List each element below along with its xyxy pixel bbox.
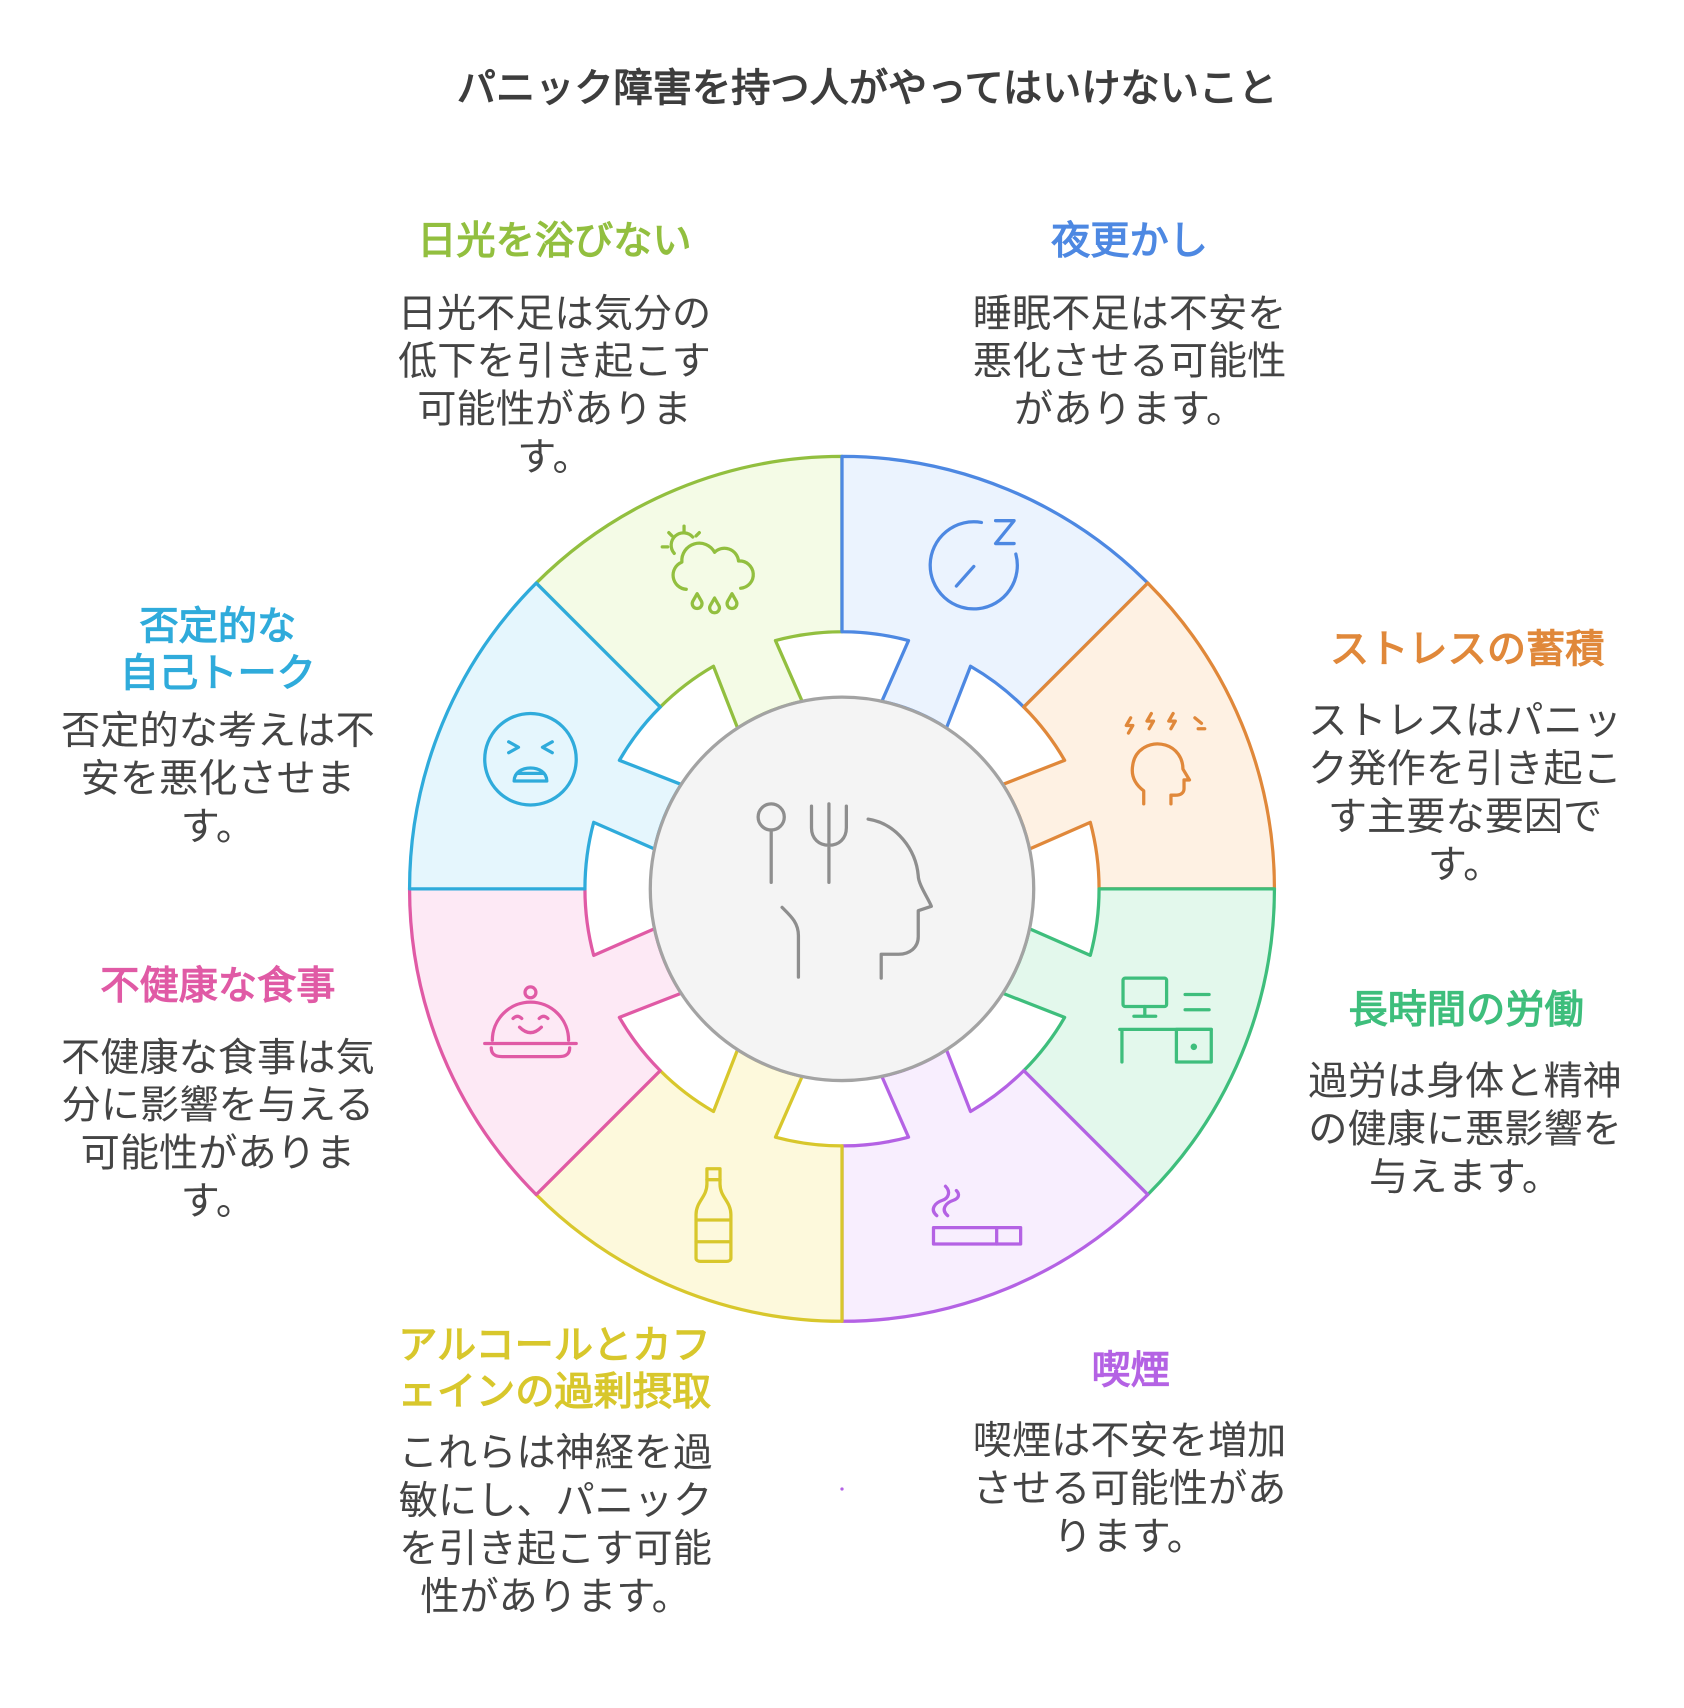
segment-unhealthy-diet	[407, 887, 683, 1197]
item-description-line: 不健康な食事は気	[61, 1036, 375, 1081]
neck-line	[780, 905, 801, 979]
item-description-line: ります。	[1053, 1515, 1206, 1560]
tired-face-icon	[483, 711, 578, 807]
fork	[809, 802, 848, 884]
item-description-line: 性があります。	[420, 1575, 691, 1620]
item-description-line: 日光不足は気分の	[398, 292, 712, 337]
segment-alcohol-caffeine	[534, 1048, 844, 1323]
weather-icon	[660, 524, 755, 615]
center-circle	[648, 695, 1036, 1083]
item-description-line: 過労は身体と精神	[1308, 1060, 1622, 1105]
cloche-knob	[523, 985, 538, 1000]
item-description-line: があります。	[1014, 388, 1245, 433]
item-alcohol-caffeine: アルコールとカフ ェインの過剰摂取 これらは神経を過 敏にし、パニック を引き起…	[398, 1323, 713, 1620]
bottle-outline	[694, 1167, 733, 1264]
page-title: パニック障害を持つ人がやってはいけないこと	[457, 66, 1278, 111]
item-description-line: の健康に悪影響を	[1308, 1108, 1622, 1153]
item-title: 自己トーク	[120, 651, 316, 696]
segment-long-work-hours	[1001, 887, 1277, 1197]
stress-bolts	[1124, 711, 1207, 735]
item-description-line: す。	[181, 1180, 255, 1225]
spoon-fork-head-icon	[756, 802, 933, 980]
face-eyes	[507, 740, 554, 755]
wheel	[407, 454, 1277, 1323]
item-unhealthy-diet: 不健康な食事 不健康な食事は気 分に影響を与える 可能性がありま す。	[61, 964, 375, 1225]
item-stress: ストレスの蓄積 ストレスはパニッ ク発作を引き起こ す主要な要因で す。	[1308, 627, 1622, 888]
item-description-line: ストレスはパニッ	[1308, 699, 1622, 744]
desk-drawer	[1174, 1027, 1213, 1064]
segment-stress	[1001, 581, 1277, 891]
item-description-line: させる可能性があ	[973, 1467, 1287, 1512]
segment-staying-up-late	[840, 454, 1150, 730]
papers	[1183, 992, 1211, 1012]
item-description-line: す。	[1428, 843, 1503, 888]
item-description-line: 与えます。	[1369, 1156, 1561, 1201]
smoke	[931, 1184, 961, 1218]
item-description-line: 否定的な考えは不	[61, 709, 375, 754]
item-description-line: 可能性がありま	[417, 388, 691, 433]
item-description-line: 喫煙は不安を増加	[973, 1419, 1287, 1464]
item-title: 夜更かし	[1050, 219, 1208, 264]
item-description-line: す。	[517, 436, 592, 481]
item-description-line: 悪化させる可能性	[973, 340, 1287, 385]
item-description-line: ク発作を引き起こ	[1308, 747, 1622, 792]
cigarette-icon	[931, 1184, 1023, 1246]
sleep-clock-icon	[928, 519, 1019, 611]
item-title: ェインの過剰摂取	[398, 1370, 712, 1415]
item-negative-self-talk: 否定的な 自己トーク 否定的な考えは不 安を悪化させま す。	[61, 604, 375, 849]
item-description-line: 可能性がありま	[81, 1132, 355, 1177]
item-smoking: 喫煙 喫煙は不安を増加 させる可能性があ ります。	[973, 1348, 1287, 1560]
drawer-knob	[1190, 1043, 1198, 1051]
clock-hand	[954, 564, 976, 588]
item-sunlight: 日光を浴びない 日光不足は気分の 低下を引き起こす 可能性がありま す。	[398, 219, 712, 481]
item-title: 長時間の労働	[1349, 988, 1584, 1033]
monitor-stand	[1132, 1004, 1158, 1018]
head-profile	[866, 817, 933, 980]
segment-sunlight	[534, 454, 844, 730]
item-title: ストレスの蓄積	[1330, 627, 1605, 672]
face-mouth	[512, 766, 549, 783]
cloche-dome	[490, 1000, 571, 1042]
sun-shape	[669, 531, 695, 555]
bottle-label	[694, 1218, 733, 1244]
item-description-line: 敏にし、パニック	[399, 1479, 713, 1524]
food-cloche-icon	[483, 985, 578, 1059]
cigarette-body	[931, 1225, 1023, 1246]
cloche-plate	[483, 1041, 578, 1059]
item-description-line: 安を悪化させま	[81, 757, 355, 802]
cloud-shape	[671, 541, 755, 591]
clock-face	[928, 520, 1019, 611]
item-description-line: 低下を引き起こす	[398, 340, 711, 385]
sleep-z	[993, 519, 1016, 546]
item-description-line: これらは神経を過	[399, 1431, 713, 1476]
item-title: 否定的な	[139, 604, 296, 649]
item-description-line: す主要な要因で	[1328, 795, 1602, 840]
item-title: 不健康な食事	[100, 964, 335, 1009]
champagne-bottle-icon	[694, 1167, 733, 1264]
office-desk-icon	[1118, 976, 1213, 1064]
raindrops	[690, 592, 739, 615]
face-outline	[483, 711, 578, 807]
segment-smoking	[840, 1048, 1150, 1323]
item-description-line: 分に影響を与える	[62, 1084, 374, 1129]
item-description-line: 睡眠不足は不安を	[973, 292, 1287, 337]
segment-negative-self-talk	[407, 581, 683, 891]
cloche-smile	[511, 1014, 550, 1035]
item-title: アルコールとカフ	[398, 1323, 710, 1368]
item-description-line: す。	[181, 805, 255, 850]
head-profile	[1130, 742, 1192, 806]
sun-rays	[660, 524, 701, 549]
stray-dot	[840, 1487, 844, 1491]
item-staying-up-late: 夜更かし 睡眠不足は不安を 悪化させる可能性 があります。	[973, 219, 1287, 433]
item-title: 日光を浴びない	[417, 219, 691, 264]
item-description-line: を引き起こす可能	[399, 1527, 712, 1572]
item-long-work-hours: 長時間の労働 過労は身体と精神 の健康に悪影響を 与えます。	[1308, 988, 1622, 1201]
stressed-head-icon	[1124, 711, 1207, 806]
item-title: 喫煙	[1091, 1348, 1169, 1393]
